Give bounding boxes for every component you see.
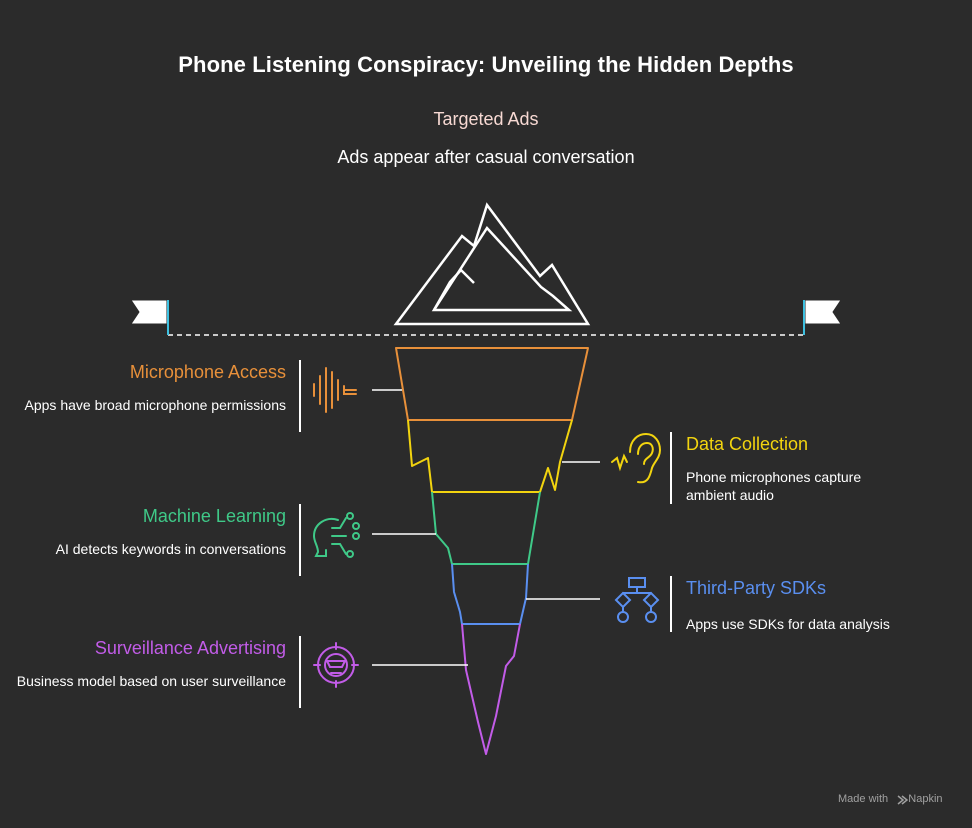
target-face-icon <box>313 642 359 688</box>
microphone-access-title: Microphone Access <box>129 362 286 382</box>
data-collection-title: Data Collection <box>686 434 809 454</box>
layer-third-party-sdks <box>451 563 529 625</box>
napkin-logo-icon <box>897 795 909 805</box>
machine-learning-description: AI detects keywords in conversations <box>55 541 286 557</box>
machine-learning-title: Machine Learning <box>142 506 286 526</box>
footer-brand: Napkin <box>908 793 943 805</box>
ear-icon <box>611 432 662 484</box>
layer-surveillance-advertising <box>461 623 521 755</box>
surveillance-advertising-title: Surveillance Advertising <box>94 638 286 658</box>
third-party-sdks-description: Apps use SDKs for data analysis <box>686 616 890 632</box>
footer: Made with Napkin <box>838 793 943 805</box>
footer-text: Made with <box>838 793 889 805</box>
surveillance-advertising-description: Business model based on user surveillanc… <box>16 673 286 689</box>
data-collection-description: Phone microphones capture ambient audio <box>686 469 862 503</box>
sound-wave-icon <box>313 367 357 413</box>
microphone-access-description: Apps have broad microphone permissions <box>24 397 286 413</box>
flag-icon <box>130 299 169 335</box>
layer-microphone-access <box>395 347 589 421</box>
flag-icon <box>803 299 842 335</box>
flowchart-icon <box>614 577 660 623</box>
third-party-sdks-title: Third-Party SDKs <box>686 578 827 598</box>
layer-machine-learning <box>431 491 541 565</box>
ai-head-icon <box>312 512 360 558</box>
mountain-icon <box>393 202 591 326</box>
peak-description: Ads appear after casual conversation <box>337 147 635 167</box>
peak-title: Targeted Ads <box>433 109 539 129</box>
page-title: Phone Listening Conspiracy: Unveiling th… <box>178 52 794 77</box>
layer-data-collection <box>407 419 573 493</box>
